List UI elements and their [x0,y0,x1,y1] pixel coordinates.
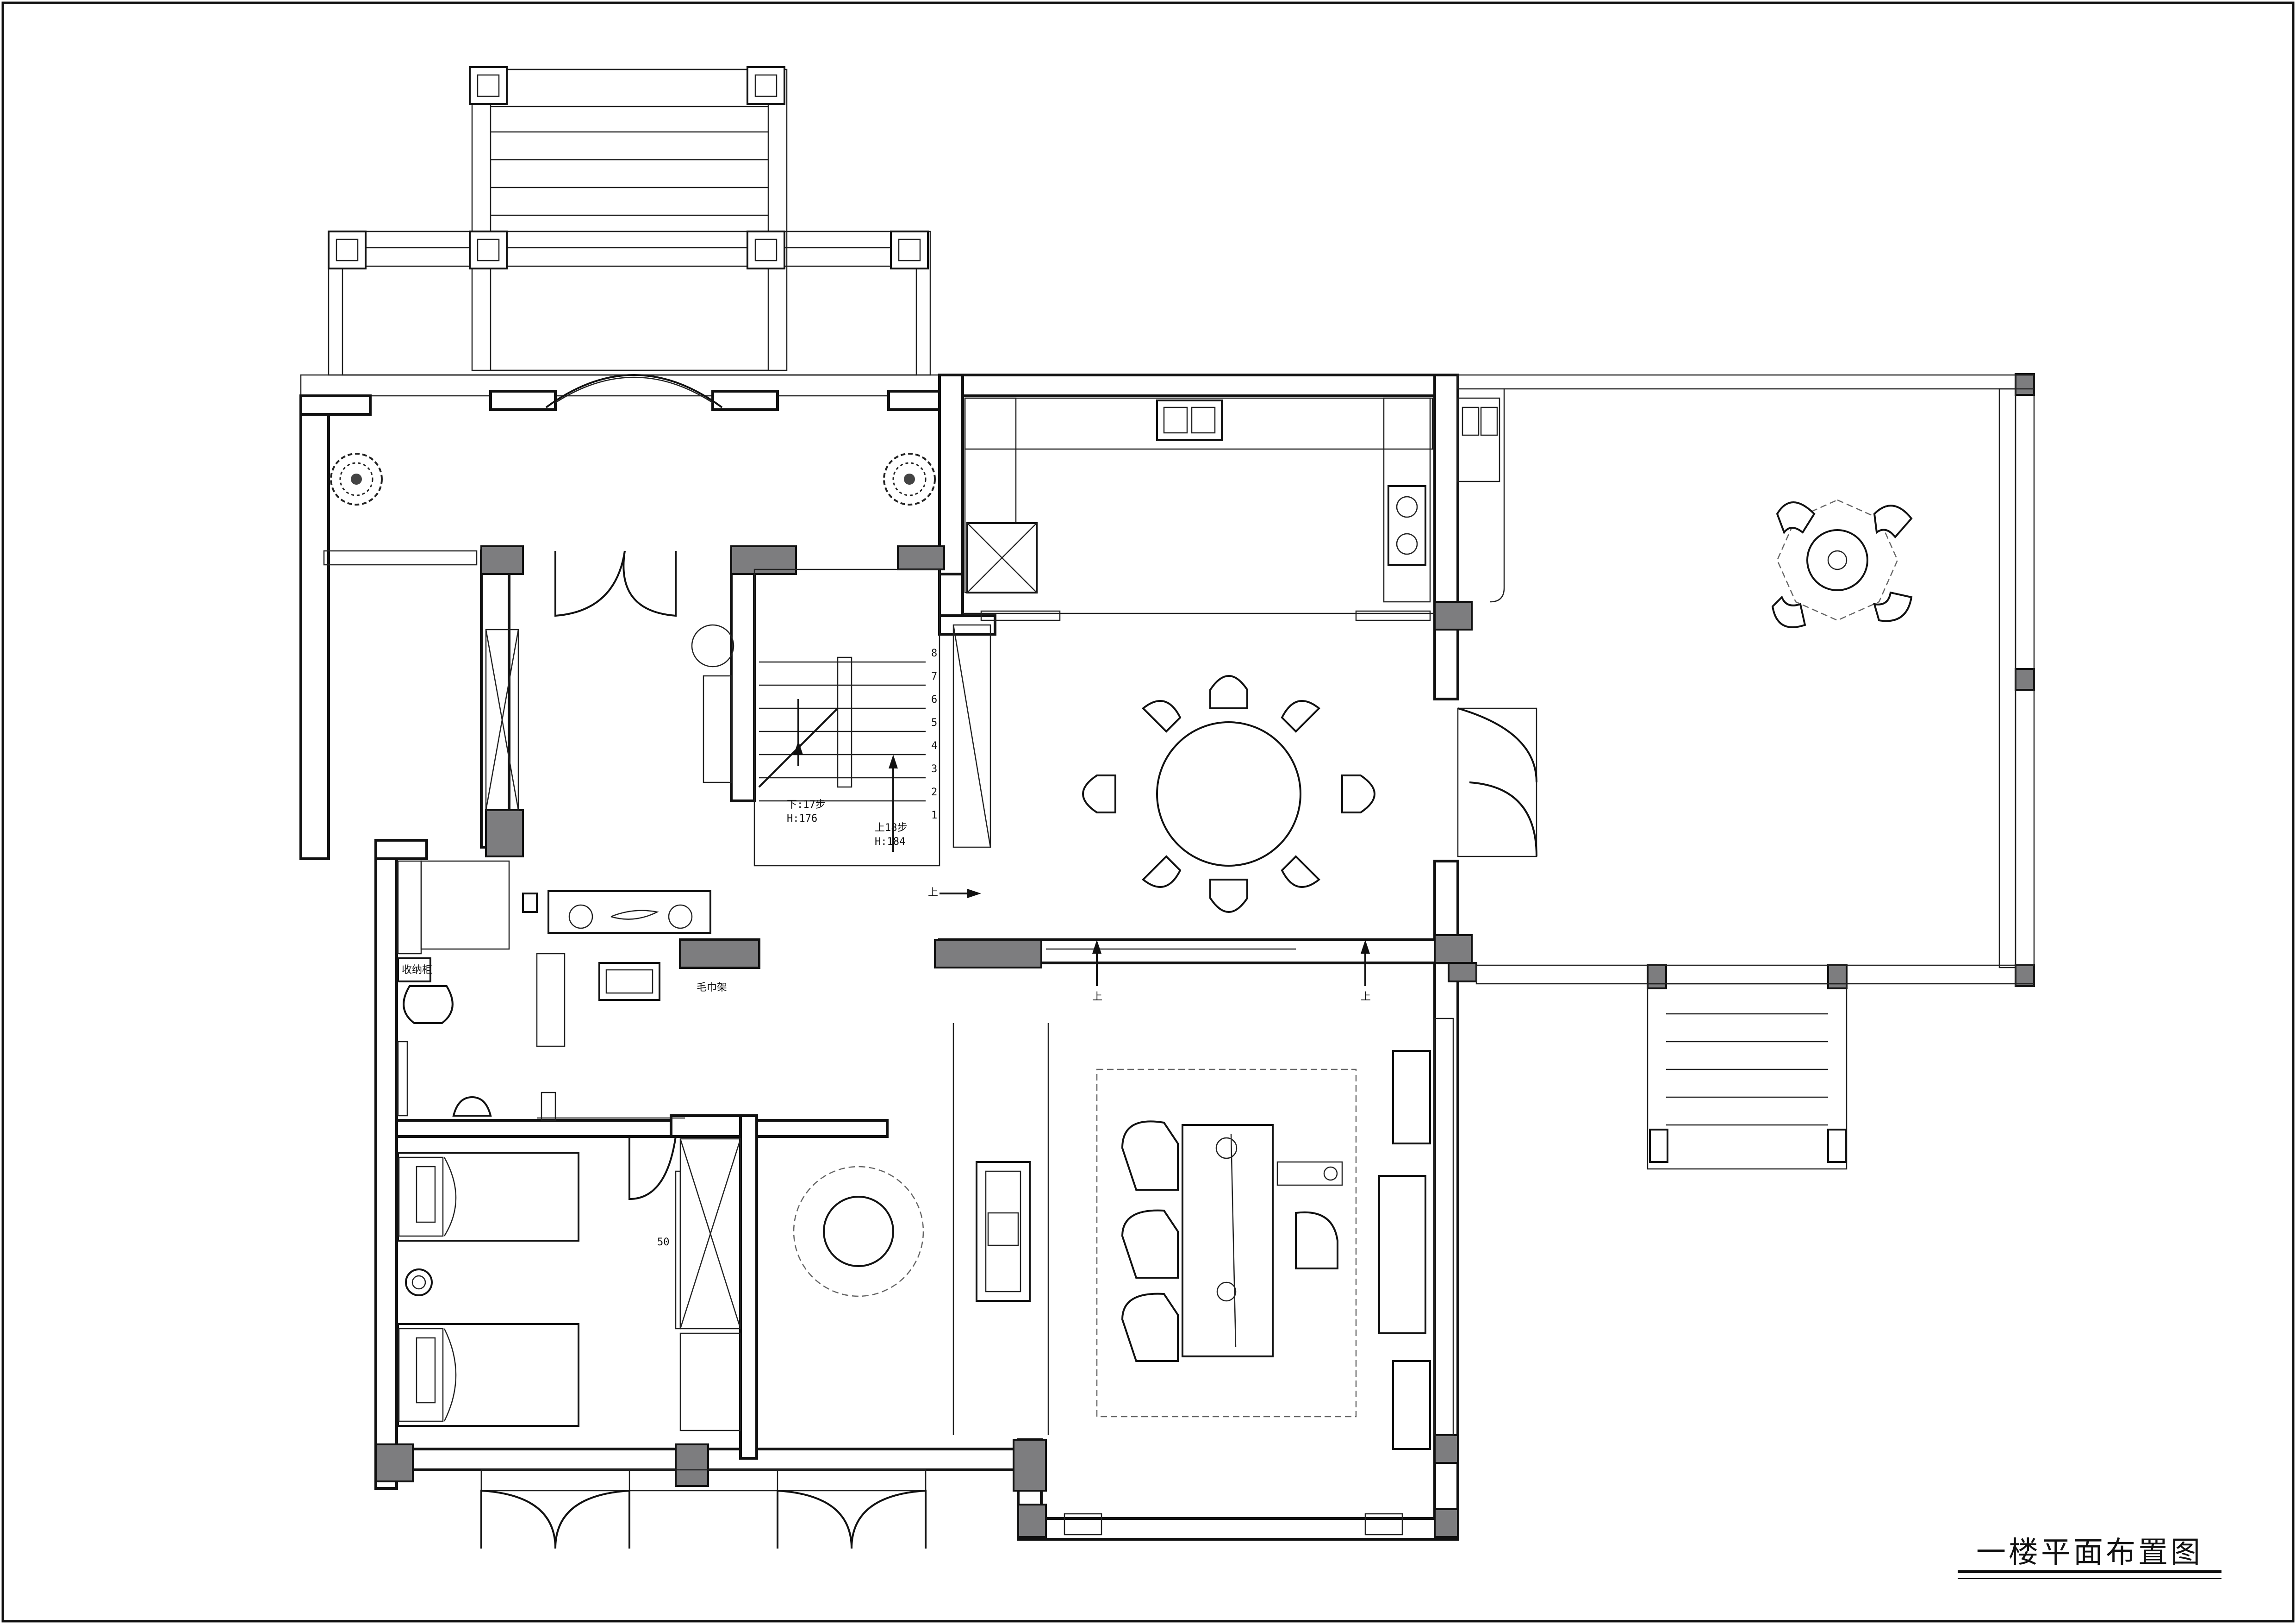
structural-columns [375,373,2035,1538]
foyer [485,550,734,934]
shrub-icon [330,453,383,506]
porch [299,374,941,860]
tea-room [1096,1018,1454,1450]
kitchen [963,397,1500,621]
step-number: 1 [931,810,937,821]
staircase [753,568,940,867]
dining-room [952,624,1537,950]
stair-down-height: H:176 [787,813,817,824]
south-doors [480,1469,1403,1549]
shrub-icon [883,453,936,506]
drawing-title: 一楼平面布置图 [1976,1536,2203,1570]
step-number: 7 [931,671,937,682]
up-arrow-icon [940,889,981,898]
up-marker: 上 [928,887,938,899]
up-marker: 上 [1361,991,1371,1003]
cabinet-label: 收纳柜 [402,964,432,976]
step-number: 5 [931,717,937,729]
cabinet-label: 毛巾架 [697,982,727,993]
outdoor-table-icon [1771,499,1913,628]
exterior-walls [374,374,1459,1541]
stair-up-label: 上18步 [875,822,908,834]
dining-table-icon [1082,675,1375,913]
bedroom [397,1136,741,1431]
step-number: 8 [931,648,937,659]
door-width-label: 50 [657,1237,670,1248]
step-number: 6 [931,694,937,706]
pergola [328,66,931,376]
up-marker: 上 [1092,991,1102,1003]
stair-step-numbers: 8 7 6 5 4 3 2 1 [931,648,937,821]
up-arrow-icon [1361,940,1370,986]
stair-down-label: 下:17步 [787,799,826,811]
stair-up-height: H:184 [875,836,905,848]
bathroom [397,860,685,1121]
step-number: 4 [931,740,937,752]
living-room [793,1023,1049,1435]
step-number: 2 [931,787,937,798]
up-arrow-icon [1092,940,1101,986]
east-terrace [1457,374,2035,1170]
step-number: 3 [931,763,937,775]
